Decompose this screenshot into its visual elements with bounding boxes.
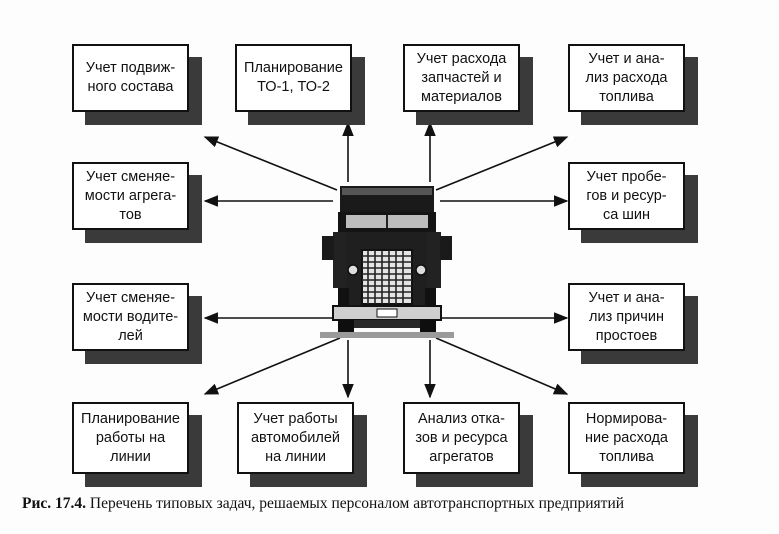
arrow-to-rolling-stock <box>203 136 338 191</box>
caption-label: Рис. 17.4. <box>22 495 87 512</box>
task-label: Учет расхода запчастей и материалов <box>416 50 507 105</box>
task-box-spare-parts: Учет расхода запчастей и материалов <box>403 44 533 125</box>
task-box-vehicle-work: Учет работы автомобилей на линии <box>237 402 367 487</box>
task-label: Учет работы автомобилей на линии <box>250 410 341 465</box>
figure-caption: Рис. 17.4. Перечень типовых задач, решае… <box>22 495 624 513</box>
arrow-to-fuel-norms <box>435 337 569 395</box>
arrow-to-fuel-analysis <box>435 136 569 191</box>
caption-text: Перечень типовых задач, решаемых персона… <box>86 495 625 512</box>
task-label: Анализ отка- зов и ресурса агрегатов <box>415 410 508 465</box>
task-label: Учет и ана- лиз расхода топлива <box>585 50 668 105</box>
task-box-units-replacement: Учет сменяе- мости агрега- тов <box>72 162 202 243</box>
task-box-rolling-stock: Учет подвиж- ного состава <box>72 44 202 125</box>
truck-icon <box>320 186 454 338</box>
task-label: Учет подвиж- ного состава <box>85 60 176 95</box>
task-label: Учет сменяе- мости водите- лей <box>82 289 179 344</box>
task-box-downtime: Учет и ана- лиз причин простоев <box>568 283 698 364</box>
arrow-to-line-planning <box>203 337 341 395</box>
task-box-line-planning: Планирование работы на линии <box>72 402 202 487</box>
task-label: Учет и ана- лиз причин простоев <box>588 289 665 344</box>
task-label: Планирование работы на линии <box>81 410 180 465</box>
task-box-fuel-norms: Нормирова- ние расхода топлива <box>568 402 698 487</box>
task-label: Нормирова- ние расхода топлива <box>585 410 668 465</box>
task-label: Учет сменяе- мости агрега- тов <box>84 168 177 223</box>
task-box-fuel-analysis: Учет и ана- лиз расхода топлива <box>568 44 698 125</box>
task-box-driver-turnover: Учет сменяе- мости водите- лей <box>72 283 202 364</box>
task-box-failure-analysis: Анализ отка- зов и ресурса агрегатов <box>403 402 533 487</box>
task-label: Планирование ТО-1, ТО-2 <box>244 60 343 95</box>
task-label: Учет пробе- гов и ресур- са шин <box>586 168 667 223</box>
task-box-tire-mileage: Учет пробе- гов и ресур- са шин <box>568 162 698 243</box>
task-box-maintenance-planning: Планирование ТО-1, ТО-2 <box>235 44 365 125</box>
